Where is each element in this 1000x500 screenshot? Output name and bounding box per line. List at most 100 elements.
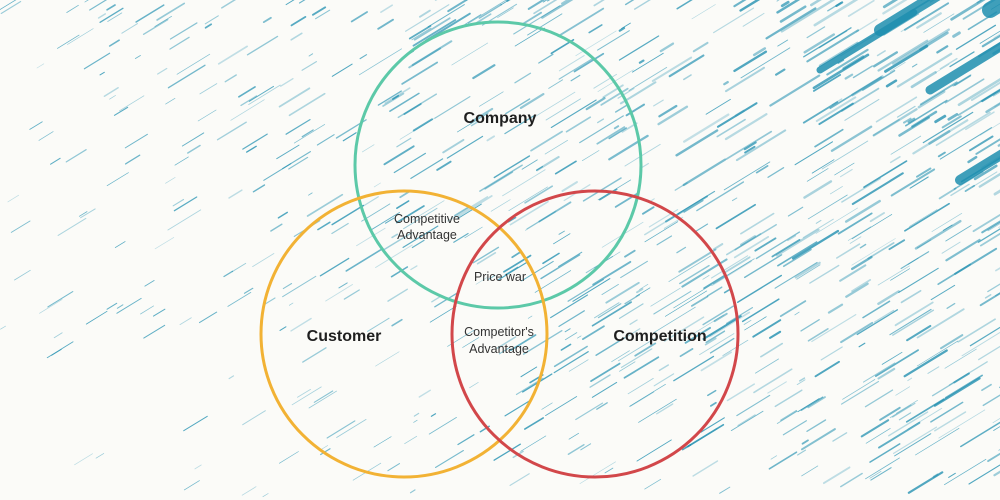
brush-stroke (288, 92, 326, 117)
brush-stroke (869, 470, 882, 479)
brush-stroke (851, 279, 872, 292)
brush-stroke (89, 0, 108, 11)
brush-stroke (558, 251, 583, 267)
brush-stroke (928, 130, 951, 145)
brush-stroke (278, 451, 299, 464)
brush-stroke (806, 419, 827, 432)
brush-stroke (589, 374, 611, 388)
brush-stroke (487, 274, 496, 280)
brush-stroke (705, 330, 726, 344)
company-circle (353, 20, 643, 310)
brush-stroke (591, 381, 618, 398)
brush-stroke (722, 339, 749, 356)
brush-stroke (863, 160, 908, 189)
brush-stroke (723, 288, 731, 294)
brush-stroke (706, 286, 723, 297)
brush-stroke (834, 162, 855, 176)
brush-stroke (987, 221, 1000, 232)
brush-stroke (712, 258, 755, 285)
brush-stroke (542, 252, 560, 265)
brush-stroke (36, 63, 45, 69)
brush-stroke (896, 52, 953, 88)
brush-stroke (290, 317, 312, 332)
brush-stroke (629, 319, 638, 325)
brush-stroke (331, 63, 353, 77)
brush-stroke (430, 413, 437, 417)
brush-stroke (628, 66, 668, 91)
brush-stroke (889, 61, 906, 73)
brush-stroke (582, 325, 605, 340)
brush-stroke (601, 283, 619, 296)
brush-stroke (744, 254, 783, 279)
brush-stroke (844, 199, 881, 223)
brush-stroke (331, 222, 349, 235)
brush-stroke (663, 316, 705, 342)
brush-stroke (561, 181, 578, 193)
brush-stroke (723, 161, 771, 191)
brush-stroke (509, 334, 537, 352)
brush-stroke (889, 308, 932, 336)
brush-stroke (345, 248, 383, 272)
brush-stroke (716, 118, 746, 138)
brush-stroke (765, 7, 817, 40)
brush-stroke (742, 12, 765, 27)
brush-stroke (730, 410, 764, 432)
brush-stroke (565, 116, 592, 133)
brush-stroke (308, 192, 313, 196)
brush-stroke (807, 194, 848, 220)
brush-stroke (550, 294, 589, 319)
brush-stroke (504, 400, 530, 417)
brush-stroke (775, 228, 820, 257)
brush-stroke (909, 209, 938, 227)
brush-stroke (836, 243, 861, 259)
brush-stroke (875, 96, 918, 123)
brush-stroke (325, 284, 353, 302)
brush-stroke (535, 91, 576, 117)
brush-stroke (301, 61, 317, 71)
brush-stroke (916, 167, 932, 178)
brush-stroke (592, 260, 632, 286)
brush-stroke (624, 249, 636, 258)
brush-stroke (641, 206, 655, 215)
brush-stroke (711, 260, 752, 286)
brush-stroke (801, 439, 809, 445)
brush-stroke (320, 448, 331, 456)
brush-stroke (513, 5, 561, 35)
brush-stroke (611, 350, 630, 363)
brush-stroke (937, 151, 946, 158)
brush-stroke (878, 421, 921, 449)
brush-stroke (794, 261, 821, 279)
brush-stroke (442, 138, 465, 154)
brush-stroke (892, 402, 916, 418)
brush-stroke (864, 389, 894, 408)
competition-label: Competition (613, 328, 706, 345)
brush-stroke (467, 0, 508, 24)
brush-stroke (801, 465, 819, 477)
brush-stroke (981, 34, 1000, 48)
brush-stroke (802, 218, 834, 239)
brush-stroke (507, 216, 517, 223)
competitors-advantage-label-line2: Advantage (469, 342, 529, 356)
brush-stroke (934, 114, 947, 124)
brush-stroke (865, 457, 900, 480)
brush-stroke (709, 337, 735, 354)
brush-stroke (814, 360, 840, 378)
brush-stroke (780, 0, 836, 33)
brush-stroke (716, 102, 758, 128)
brush-stroke (794, 141, 834, 166)
brush-stroke (396, 205, 425, 224)
brush-stroke (197, 109, 217, 122)
brush-stroke (521, 260, 554, 282)
brush-stroke (977, 228, 1000, 243)
brush-stroke (121, 23, 138, 34)
brush-stroke (822, 466, 851, 485)
brush-stroke (673, 284, 712, 309)
brush-stroke (238, 86, 256, 98)
brush-stroke (743, 319, 752, 325)
brush-stroke (597, 69, 634, 92)
brush-stroke (700, 417, 725, 433)
brush-stroke (228, 189, 243, 199)
brush-stroke (938, 187, 957, 200)
brush-stroke (290, 32, 303, 41)
brush-stroke (74, 453, 93, 466)
